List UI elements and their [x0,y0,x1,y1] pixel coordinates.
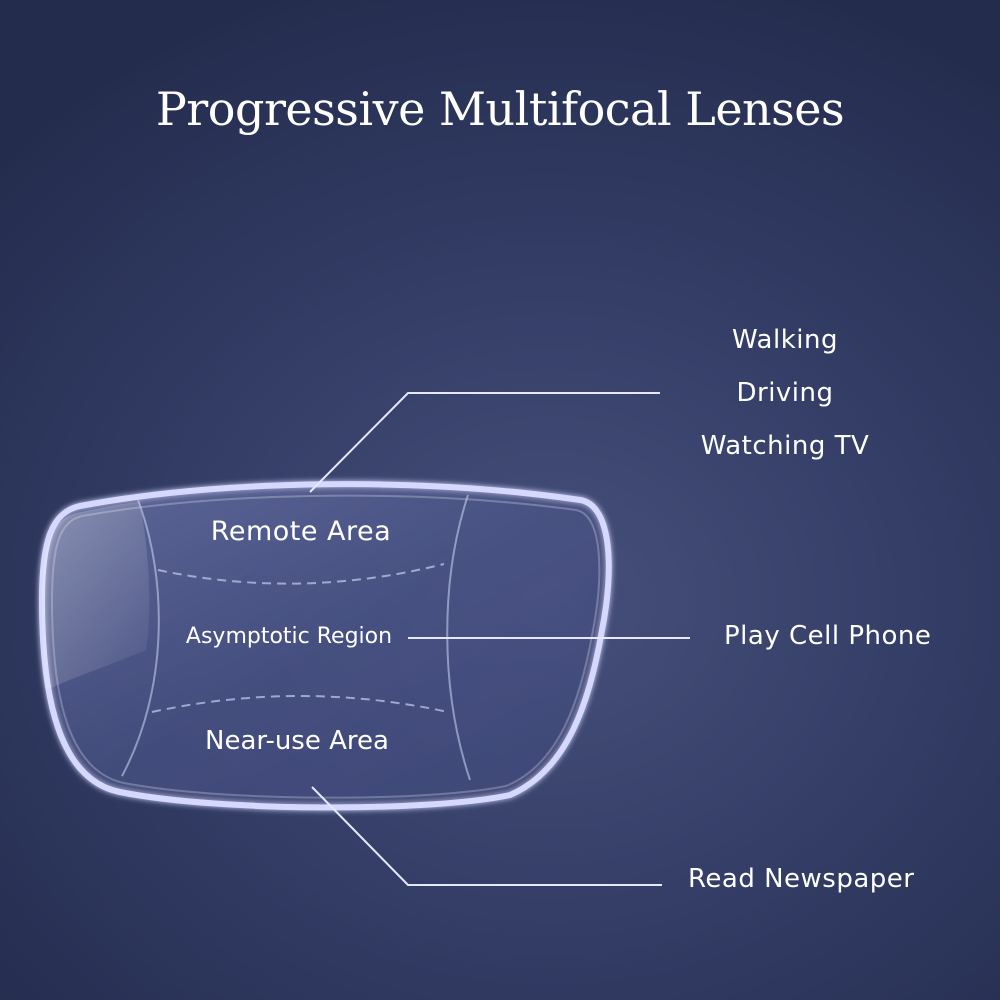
remote-area-label: Remote Area [210,516,392,547]
upper-dashed-divider [157,563,445,585]
asymptotic-region-label: Asymptotic Region [185,624,393,649]
near-use-area-label: Near-use Area [205,726,389,756]
use-read-newspaper: Read Newspaper [688,864,915,894]
use-play-cell-phone: Play Cell Phone [724,621,932,651]
use-driving: Driving [736,378,834,408]
remote-connector-line [309,392,660,493]
near-connector-line [311,786,662,886]
page-title: Progressive Multifocal Lenses [155,82,845,136]
right-zone-boundary [446,494,471,781]
use-walking: Walking [732,325,838,355]
distance-use-list: Walking Driving Watching TV [620,314,950,473]
lower-dashed-divider [151,695,449,713]
lens-glare [42,502,150,690]
use-watching-tv: Watching TV [700,431,870,461]
left-zone-boundary [121,499,160,777]
